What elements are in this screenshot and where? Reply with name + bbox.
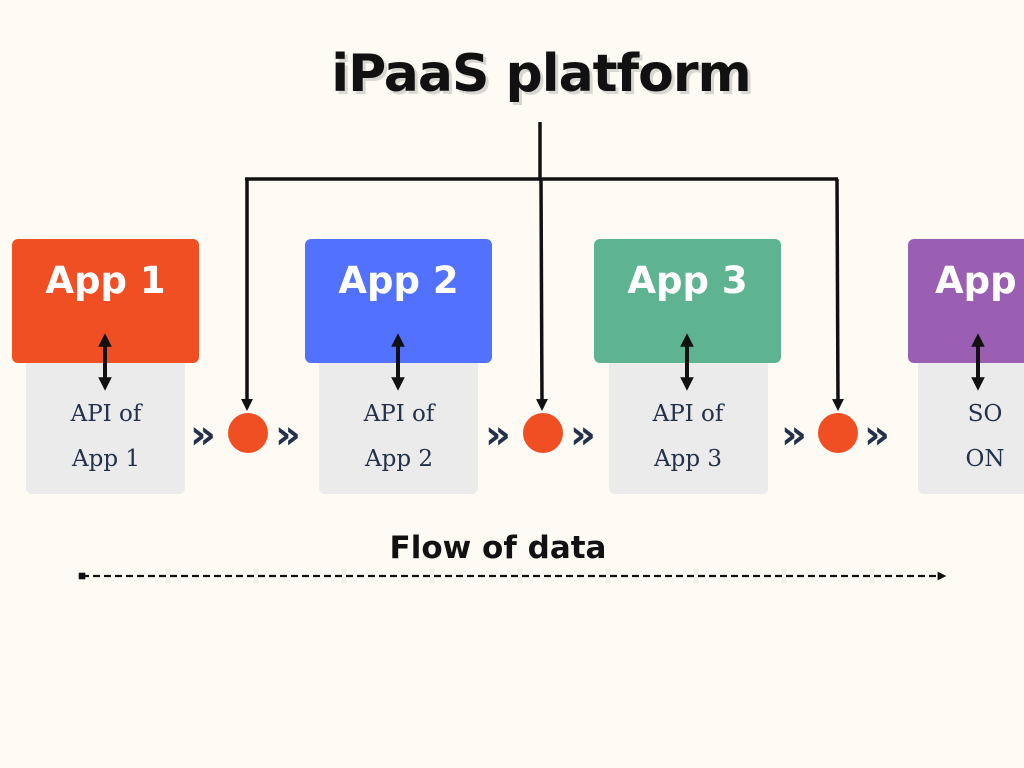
page-title: iPaaS platform: [331, 44, 751, 104]
chevron-icon: »: [864, 412, 890, 458]
chevron-icon: »: [781, 412, 807, 458]
chevron-icon: »: [275, 412, 301, 458]
api-label-4: SO ON: [965, 401, 1005, 472]
app-label-4: App: [935, 259, 1017, 302]
api-label-2: API of App 2: [363, 401, 435, 472]
app-label-2: App 2: [338, 259, 459, 302]
app-box-4: App: [908, 239, 1024, 363]
flow-label: Flow of data: [389, 530, 607, 566]
api-box-4: [918, 362, 1024, 494]
chevron-icon: »: [485, 412, 511, 458]
chevron-icon: »: [190, 412, 216, 458]
chevron-icon: »: [570, 412, 596, 458]
api-label-1: API of App 1: [70, 401, 142, 472]
connector-node-2: [523, 413, 563, 453]
branch-arrow-2: [536, 179, 548, 411]
connector-node-1: [228, 413, 268, 453]
app-api-arrows: [98, 333, 985, 391]
branch-arrow-3: [832, 178, 844, 411]
app-label-3: App 3: [627, 259, 748, 302]
platform-branch-lines: [241, 122, 844, 411]
app-label-1: App 1: [45, 259, 166, 302]
connector-node-3: [818, 413, 858, 453]
api-label-3: API of App 3: [652, 401, 724, 472]
